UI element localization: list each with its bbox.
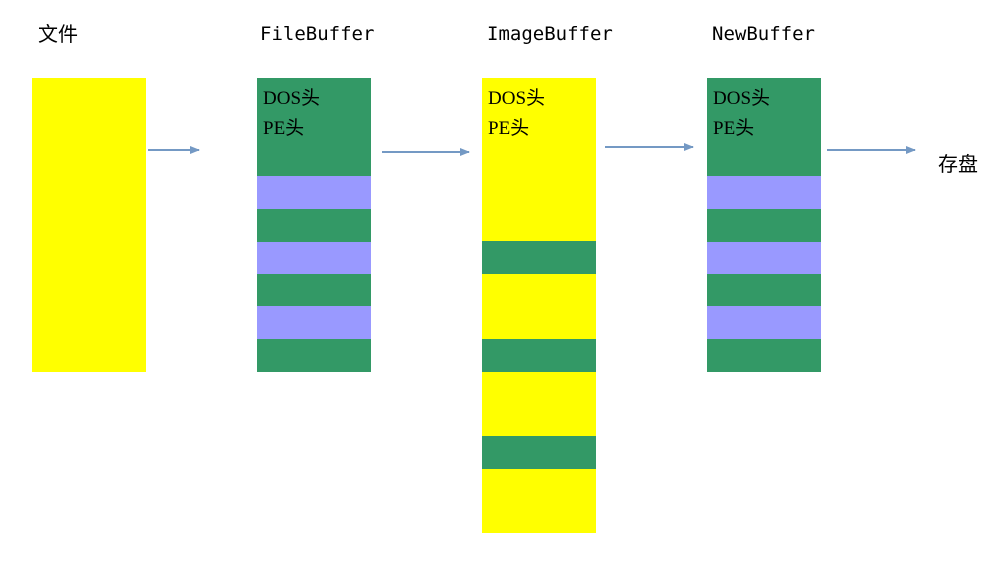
image-buffer-section-1: [482, 241, 596, 274]
image-buffer-padding-2: [482, 372, 596, 436]
new-buffer-section-4: [707, 274, 821, 306]
new-buffer-section-2: [707, 209, 821, 242]
file-buffer-dos-header-text: DOS头: [263, 88, 321, 109]
file-buffer-section-5: [257, 306, 371, 339]
image-buffer-section-2: [482, 339, 596, 372]
file-buffer-pe-header-text: PE头: [263, 118, 305, 139]
file-label: 文件: [38, 22, 78, 46]
file-buffer-section-1: [257, 176, 371, 209]
new-buffer-header-section: DOS头 PE头: [707, 78, 821, 176]
file-buffer-header-section: DOS头 PE头: [257, 78, 371, 176]
new-buffer-dos-header-text: DOS头: [713, 88, 771, 109]
file-buffer-section-2: [257, 209, 371, 242]
new-buffer-section-6: [707, 339, 821, 372]
new-buffer-section-5: [707, 306, 821, 339]
image-buffer-dos-header-text: DOS头: [488, 88, 546, 109]
new-buffer-section-1: [707, 176, 821, 209]
file-buffer-section-6: [257, 339, 371, 372]
file-block: [32, 78, 146, 372]
image-buffer-padding-1: [482, 274, 596, 339]
image-buffer-label: ImageBuffer: [487, 23, 613, 45]
new-buffer-pe-header-text: PE头: [713, 118, 755, 139]
new-buffer-section-3: [707, 242, 821, 274]
file-buffer-section-4: [257, 274, 371, 306]
image-buffer-pe-header-text: PE头: [488, 118, 530, 139]
file-buffer-label: FileBuffer: [260, 23, 375, 45]
save-label: 存盘: [938, 152, 978, 176]
file-buffer-section-3: [257, 242, 371, 274]
image-buffer-padding-3: [482, 469, 596, 533]
image-buffer-section-3: [482, 436, 596, 469]
new-buffer-label: NewBuffer: [712, 23, 815, 45]
image-buffer-header-section: DOS头 PE头: [482, 78, 596, 241]
